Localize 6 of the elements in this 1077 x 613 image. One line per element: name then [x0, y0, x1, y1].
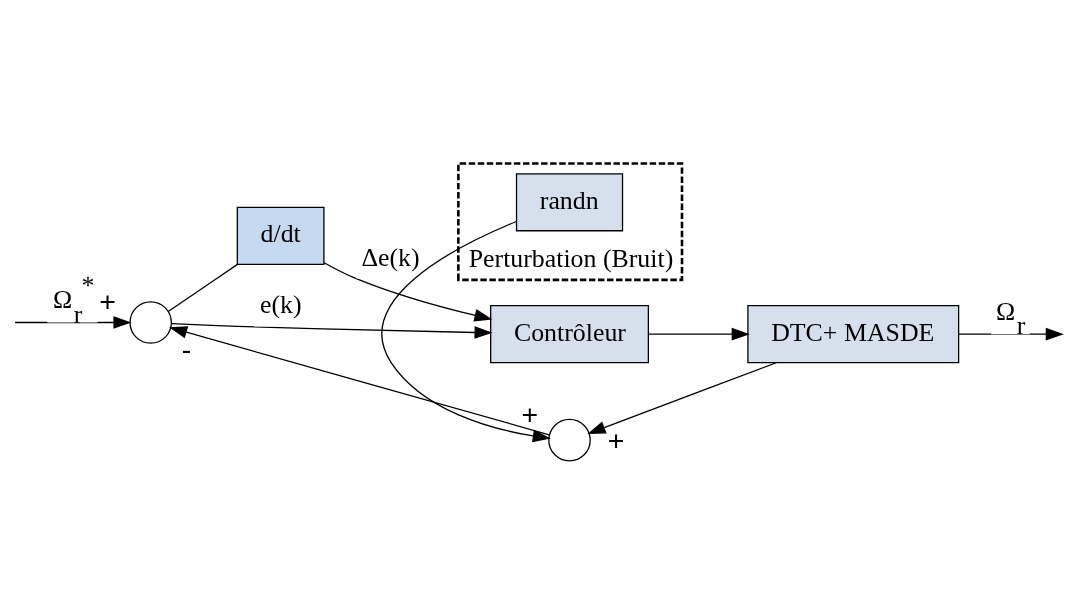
label: -	[181, 332, 192, 365]
edge-label: Δe(k)	[361, 242, 420, 272]
label: +	[607, 423, 625, 456]
edge-label: e(k)	[259, 289, 302, 319]
label: +	[521, 397, 539, 430]
label: +	[99, 284, 116, 317]
